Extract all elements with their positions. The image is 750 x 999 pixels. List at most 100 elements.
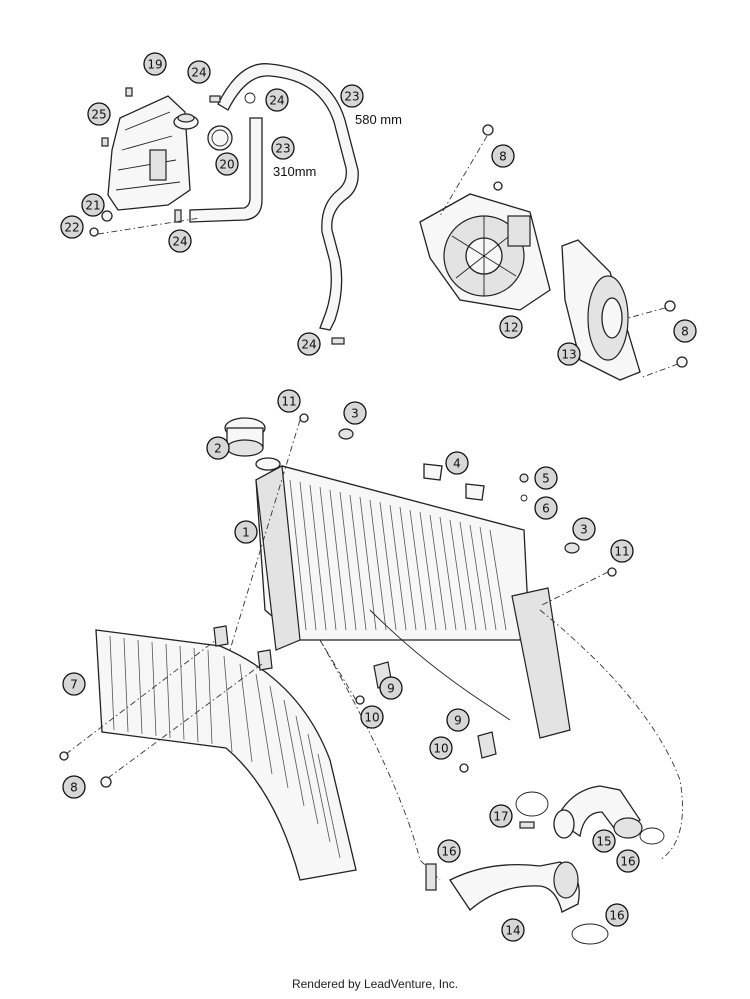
callout-number: 2 [214,442,222,456]
callout-circle [429,736,453,760]
callout-number: 5 [542,472,550,486]
callout-19: 19 [143,52,167,76]
callout-number: 24 [172,235,187,249]
callout-20: 20 [215,152,239,176]
callout-12: 12 [499,315,523,339]
hose-upper [553,785,643,839]
callout-circle [234,520,258,544]
callout-number: 15 [596,835,611,849]
callout-number: 17 [493,810,508,824]
callout-circle [616,849,640,873]
hose-lower [449,861,580,913]
callout-circle [360,705,384,729]
callout-circle [592,829,616,853]
callout-8a: 8 [491,144,515,168]
callout-17: 17 [489,804,513,828]
callout-6: 6 [534,496,558,520]
callout-number: 11 [614,545,629,559]
callout-circle [62,775,86,799]
callout-number: 1 [242,526,250,540]
callout-24b: 24 [265,88,289,112]
callout-circle [215,152,239,176]
callout-number: 21 [85,199,100,213]
callout-16c: 16 [605,903,629,927]
callout-2: 2 [206,436,230,460]
dimension-hose-short: 310mm [273,164,316,179]
callout-circle [60,215,84,239]
callout-circle [87,102,111,126]
callout-number: 14 [505,924,520,938]
fan-right [561,239,641,381]
callout-circle [277,389,301,413]
callout-circle [206,436,230,460]
callout-23a: 23 [340,84,364,108]
callout-circle [143,52,167,76]
callout-circle [491,144,515,168]
callout-number: 24 [301,338,316,352]
radiator [255,465,571,739]
callout-number: 24 [269,94,284,108]
callout-number: 8 [70,781,78,795]
callout-circle [271,136,295,160]
callout-number: 23 [344,90,359,104]
callout-number: 3 [351,407,359,421]
callout-number: 8 [499,150,507,164]
callout-circle [81,193,105,217]
callout-number: 9 [454,714,462,728]
callout-9a: 9 [379,676,403,700]
hose-clamps-bottom [425,791,665,945]
callout-circle [62,672,86,696]
grille-screws [59,751,112,788]
callout-10a: 10 [360,705,384,729]
callout-7: 7 [62,672,86,696]
callout-5: 5 [534,466,558,490]
callout-21: 21 [81,193,105,217]
callout-circle [265,88,289,112]
tank-screws [89,87,133,237]
radiator-grille [95,625,357,881]
callout-number: 9 [387,682,395,696]
callout-1: 1 [234,520,258,544]
callout-number: 20 [219,158,234,172]
callout-23b: 23 [271,136,295,160]
callout-3b: 3 [572,517,596,541]
callout-number: 16 [609,909,624,923]
callout-circle [501,918,525,942]
callout-number: 19 [147,58,162,72]
hose-short [189,117,263,223]
tank-cap [207,125,233,151]
callout-circle [534,466,558,490]
callout-8b: 8 [673,319,697,343]
callout-9b: 9 [446,708,470,732]
callout-11a: 11 [277,389,301,413]
hose-long [217,63,359,331]
callout-number: 4 [453,457,461,471]
callout-number: 8 [681,325,689,339]
callout-number: 23 [275,142,290,156]
callout-number: 13 [561,348,576,362]
callout-circle [343,401,367,425]
callout-22: 22 [60,215,84,239]
callout-13: 13 [557,342,581,366]
callout-circle [534,496,558,520]
callout-circle [446,708,470,732]
callout-3a: 3 [343,401,367,425]
callout-number: 11 [281,395,296,409]
fan-left [419,193,551,311]
callout-14: 14 [501,918,525,942]
callout-24a: 24 [187,60,211,84]
callout-circle [379,676,403,700]
callout-circle [489,804,513,828]
callout-number: 10 [433,742,448,756]
callout-number: 3 [580,523,588,537]
callout-16b: 16 [437,839,461,863]
callout-circle [437,839,461,863]
callout-11b: 11 [610,539,634,563]
callout-circle [605,903,629,927]
callout-circle [610,539,634,563]
callout-circle [340,84,364,108]
hose-clamps-top [174,92,345,345]
callout-number: 6 [542,502,550,516]
callout-number: 10 [364,711,379,725]
